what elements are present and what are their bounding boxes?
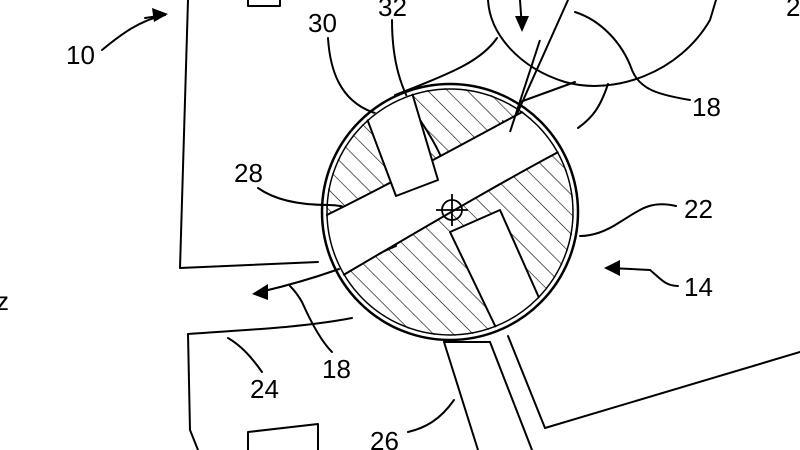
leader-18-bottom [289,285,333,353]
label-22: 22 [684,194,713,224]
arrowhead-top-small [515,16,529,32]
arrowhead-left [252,284,268,300]
housing-block-24 [187,317,353,450]
label-28: 28 [234,158,263,188]
label-32: 32 [378,0,407,22]
upper-right-connector [519,81,576,103]
upper-duct-edge [394,37,498,96]
label-18-top: 18 [692,92,721,122]
rotation-axis-32 [436,194,468,226]
arrowhead-14 [604,260,620,276]
label-2-partial: 2 [786,0,800,22]
leader-14 [649,269,679,287]
flow-arrow-inner [509,39,541,133]
channel-26-right-wall [489,341,533,450]
leader-22 [579,203,677,237]
housing-block-14 [507,335,800,429]
label-14: 14 [684,272,713,302]
channel-26-left-wall [443,341,479,450]
upper-chamber-arc [487,0,717,87]
arrowhead-10 [152,8,168,22]
leader-24 [227,337,263,373]
leader-18-top [574,11,691,101]
bottom-rect-fragment [247,423,319,450]
label-24: 24 [250,374,279,404]
label-30: 30 [308,8,337,38]
top-rect-fragment [247,0,281,7]
label-10: 10 [66,40,95,70]
label-26: 26 [370,426,399,450]
housing-block-10 [179,0,319,269]
label-z-partial: z [0,286,9,316]
label-18-bottom: 18 [322,354,351,384]
leader-26 [407,399,455,433]
housing-14-edge [577,83,609,129]
